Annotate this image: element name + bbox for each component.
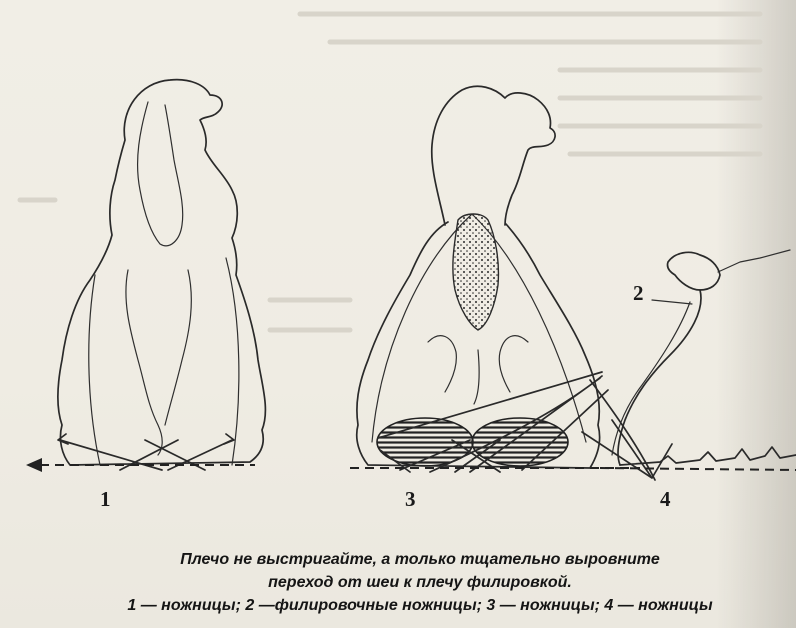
figure-back-view: 1: [26, 80, 265, 511]
side-profile-label-2-pointer: [652, 300, 692, 304]
back-view-outline: [58, 80, 266, 465]
figure-caption: Плечо не выстригайте, а только тщательно…: [40, 548, 796, 617]
caption-line-2: переход от шеи к плечу филировкой.: [40, 571, 796, 594]
front-view-head: [432, 86, 555, 225]
side-profile-ground-dashed-line: [600, 468, 796, 470]
back-view-arrowheads: [58, 434, 234, 444]
figure-side-profile: 2 4: [582, 250, 796, 511]
caption-line-3: 1 — ножницы; 2 —филировочные ножницы; 3 …: [40, 594, 796, 617]
back-view-trim-line-right: [226, 258, 239, 465]
bleed-through-texture: [20, 14, 760, 330]
back-view-trim-line-left: [89, 275, 100, 465]
back-view-ear: [138, 102, 183, 246]
back-view-spine: [126, 270, 191, 455]
grooming-illustration: 1 3 2 4: [0, 0, 796, 530]
side-profile-tuft: [718, 250, 790, 272]
front-view-chest-blaze: [453, 214, 499, 330]
figure-front-view: 3: [350, 86, 640, 511]
label-3: 3: [405, 487, 416, 511]
label-4: 4: [660, 487, 671, 511]
label-2: 2: [633, 281, 644, 305]
front-view-legs: [428, 336, 528, 404]
front-view-right-foot-hatched: [472, 418, 568, 466]
back-view-left-arrow: [26, 458, 42, 472]
side-profile-inner-guide: [612, 302, 690, 455]
caption-line-1: Плечо не выстригайте, а только тщательно…: [40, 548, 796, 571]
side-profile-ear: [667, 252, 720, 290]
label-1: 1: [100, 487, 111, 511]
